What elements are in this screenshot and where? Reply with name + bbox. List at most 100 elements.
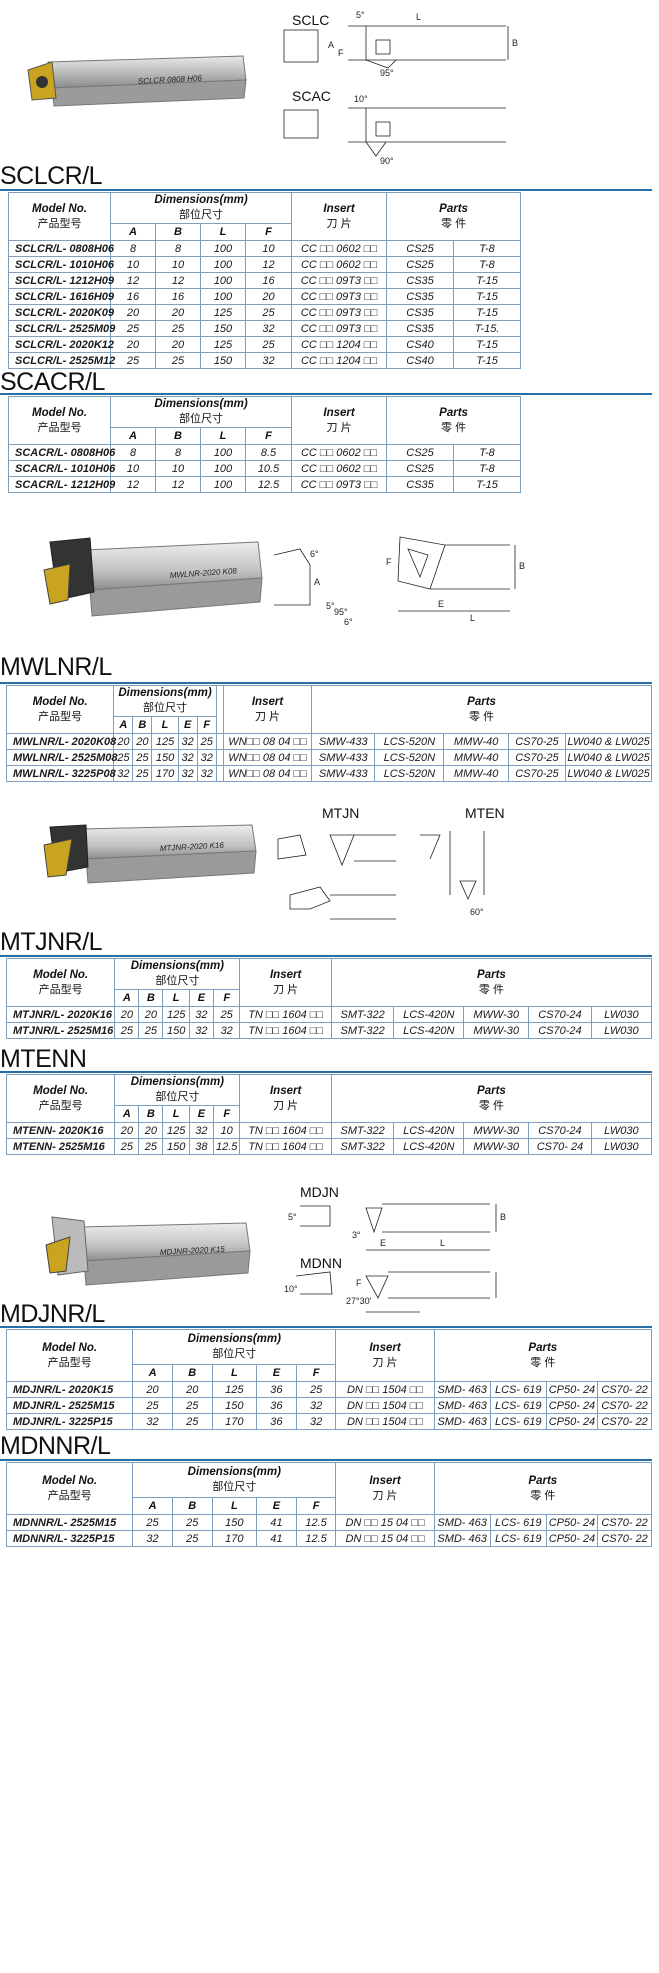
model-cell: MWLNR/L- 3225P08 (5, 765, 116, 782)
table-cell: 25 (212, 1006, 241, 1023)
table-cell: 100 (200, 476, 246, 493)
table-cell: 32 (188, 1006, 214, 1023)
table-cell: CC □□ 0602 □□ (291, 240, 388, 257)
table-cell: 125 (162, 1122, 190, 1139)
table-cell: 8 (110, 444, 156, 461)
sclcr-tool-marking: SCLCR 0808 H06 (138, 74, 203, 86)
separator-cell (215, 733, 224, 750)
table-cell: CS40 (386, 336, 455, 353)
divider-mwlnr (0, 682, 652, 684)
table-cell: LCS-420N (393, 1022, 465, 1039)
table-cell: 12 (155, 476, 201, 493)
table-cell: 25 (132, 1397, 173, 1414)
table-cell: T-15 (453, 272, 522, 289)
svg-text:L: L (440, 1238, 445, 1248)
table-cell: 12 (110, 272, 156, 289)
table-cell: CC □□ 0602 □□ (291, 460, 388, 477)
table-cell: T-8 (453, 460, 522, 477)
separator-cell (215, 765, 224, 782)
divider-mdjnr (0, 1326, 652, 1328)
model-cell: SCLCR/L- 1010H06 (8, 256, 114, 273)
table-cell: 10 (155, 256, 201, 273)
table-cell: 32 (177, 733, 198, 750)
heading-mdnnr: MDNNR/L (0, 1432, 111, 1460)
svg-text:F: F (386, 557, 392, 567)
table-cell: 36 (256, 1381, 297, 1398)
model-cell: MTENN- 2525M16 (5, 1138, 116, 1155)
table-cell: 20 (113, 733, 134, 750)
mtjnr-subcol-L: L (162, 989, 190, 1007)
mdjnr-subcol-A: A (132, 1364, 173, 1382)
table-cell: CS70-24 (528, 1022, 592, 1039)
mtenn-subcol-F: F (212, 1105, 241, 1123)
svg-text:B: B (519, 561, 525, 571)
table-cell: CC □□ 09T3 □□ (291, 288, 388, 305)
table-cell: 25 (244, 336, 293, 353)
table-cell: CS70- 24 (528, 1138, 592, 1155)
diagram-label-sclc: SCLC (292, 12, 330, 28)
table-cell: SMT-322 (330, 1138, 395, 1155)
table-cell: TN □□ 1604 □□ (239, 1022, 332, 1039)
table-cell: 100 (200, 460, 246, 477)
table-cell: 32 (212, 1022, 241, 1039)
dim-F: F (338, 48, 344, 58)
table-cell: 20 (110, 336, 156, 353)
table-cell: 41 (256, 1514, 297, 1531)
table-cell: DN □□ 15 04 □□ (335, 1530, 435, 1547)
table-cell: 38 (188, 1138, 214, 1155)
table-cell: LW030 (590, 1006, 653, 1023)
model-cell: MTJNR/L- 2525M16 (5, 1022, 116, 1039)
table-cell: MWW-30 (463, 1006, 530, 1023)
table-cell: CC □□ 09T3 □□ (291, 304, 388, 321)
table-cell: TN □□ 1604 □□ (239, 1122, 332, 1139)
scacr-subcol-F: F (244, 427, 293, 445)
table-cell: LW030 (590, 1138, 653, 1155)
table-cell: CS35 (386, 304, 455, 321)
table-cell: 8 (110, 240, 156, 257)
divider-mtjnr (0, 955, 652, 957)
diagram-label-scac: SCAC (292, 88, 331, 104)
table-cell: DN □□ 1504 □□ (335, 1413, 435, 1430)
table-cell: SMW-433 (311, 765, 376, 782)
table-cell: T-15 (453, 288, 522, 305)
table-cell: CC □□ 0602 □□ (291, 444, 388, 461)
table-cell: 10 (110, 256, 156, 273)
table-cell: SMW-433 (311, 749, 376, 766)
table-cell: 20 (155, 336, 201, 353)
table-cell: LW030 (590, 1022, 653, 1039)
mtjnr-subcol-F: F (212, 989, 241, 1007)
mwlnr-tool-photo: MWLNR-2020 K08 (43, 537, 263, 617)
table-cell: 25 (110, 320, 156, 337)
divider-sclcr (0, 189, 652, 191)
table-cell: SMD- 463 (433, 1514, 491, 1531)
table-cell: SMW-433 (311, 733, 376, 750)
table-cell: 32 (196, 765, 217, 782)
model-cell: MWLNR/L- 2020K08 (5, 733, 116, 750)
table-cell: WN□□ 08 04 □□ (222, 749, 313, 766)
model-cell: SCLCR/L- 2525M12 (8, 352, 115, 369)
table-cell: 150 (151, 749, 179, 766)
table-cell: LCS- 619 (489, 1381, 547, 1398)
table-cell: T-15 (453, 336, 522, 353)
table-cell: 25 (155, 352, 201, 369)
col-model: Model No.产品型号 (8, 192, 111, 241)
mdjnr-tool-photo: MDJNR-2020 K15 (45, 1216, 251, 1286)
model-cell: SCLCR/L- 2020K12 (8, 336, 114, 353)
table-cell: 100 (200, 240, 246, 257)
model-cell: MDJNR/L- 3225P15 (5, 1413, 134, 1430)
table-cell: SMD- 463 (433, 1530, 491, 1547)
table-cell: CS70-25 (507, 733, 567, 750)
mwlnr-subcol-L: L (151, 716, 179, 734)
table-cell: 32 (295, 1413, 337, 1430)
table-cell: SMD- 463 (433, 1413, 491, 1430)
